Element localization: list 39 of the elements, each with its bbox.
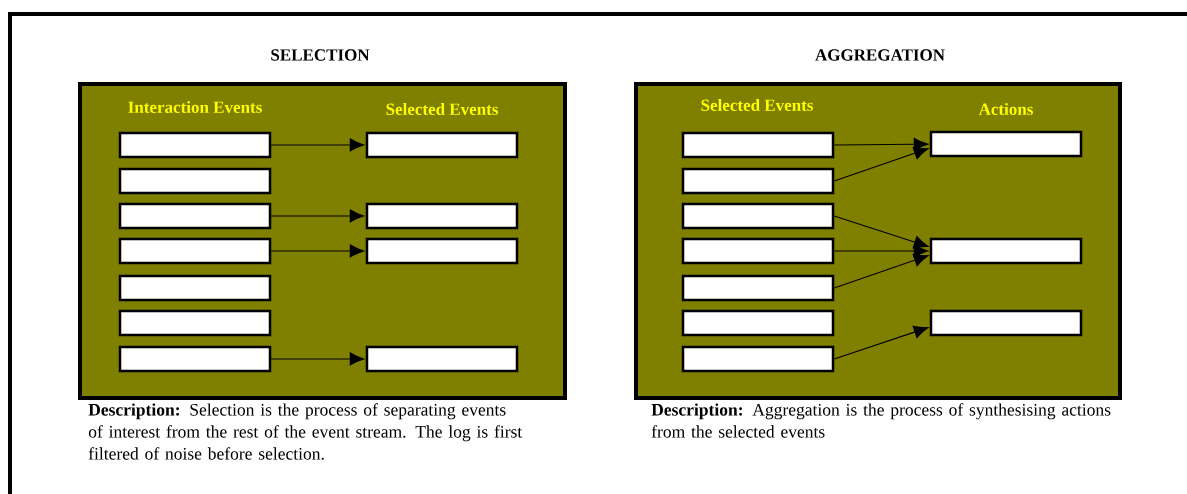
event-box bbox=[118, 274, 272, 302]
event-box bbox=[118, 237, 272, 265]
arrow bbox=[270, 138, 365, 152]
arrow bbox=[270, 244, 365, 258]
event-box bbox=[681, 309, 835, 337]
panel-heading: SELECTION bbox=[271, 49, 370, 61]
event-box bbox=[929, 237, 1083, 265]
column-heading: Actions bbox=[978, 103, 1033, 115]
event-box bbox=[681, 345, 835, 373]
event-box bbox=[681, 167, 835, 195]
arrow bbox=[833, 325, 929, 360]
arrow bbox=[833, 244, 929, 258]
event-box bbox=[681, 237, 835, 265]
event-box bbox=[365, 131, 519, 159]
event-box bbox=[681, 131, 835, 159]
event-box bbox=[365, 202, 519, 230]
event-box bbox=[118, 345, 272, 373]
event-box bbox=[118, 309, 272, 337]
description-text: Description: Aggregation is the process of synthesising actions from the selected events bbox=[651, 403, 1111, 438]
arrow bbox=[833, 215, 929, 249]
event-box bbox=[929, 130, 1083, 158]
event-box bbox=[681, 202, 835, 230]
event-box bbox=[118, 167, 272, 195]
column-heading: Interaction Events bbox=[128, 101, 262, 113]
event-box bbox=[365, 345, 519, 373]
arrow bbox=[270, 209, 365, 223]
event-box bbox=[681, 274, 835, 302]
column-heading: Selected Events bbox=[701, 99, 813, 111]
description-text: Description: Selection is the process of separating events of interest from the rest of the event stream. The log is first filtered of noise before selection. bbox=[88, 403, 523, 460]
arrow bbox=[833, 137, 929, 151]
event-box bbox=[365, 237, 519, 265]
panel-heading: AGGREGATION bbox=[815, 49, 945, 61]
column-heading: Selected Events bbox=[386, 103, 498, 115]
event-box bbox=[929, 309, 1083, 337]
event-box bbox=[118, 131, 272, 159]
arrow bbox=[833, 253, 929, 289]
event-box bbox=[118, 202, 272, 230]
arrow bbox=[270, 352, 365, 366]
arrow bbox=[833, 146, 929, 182]
